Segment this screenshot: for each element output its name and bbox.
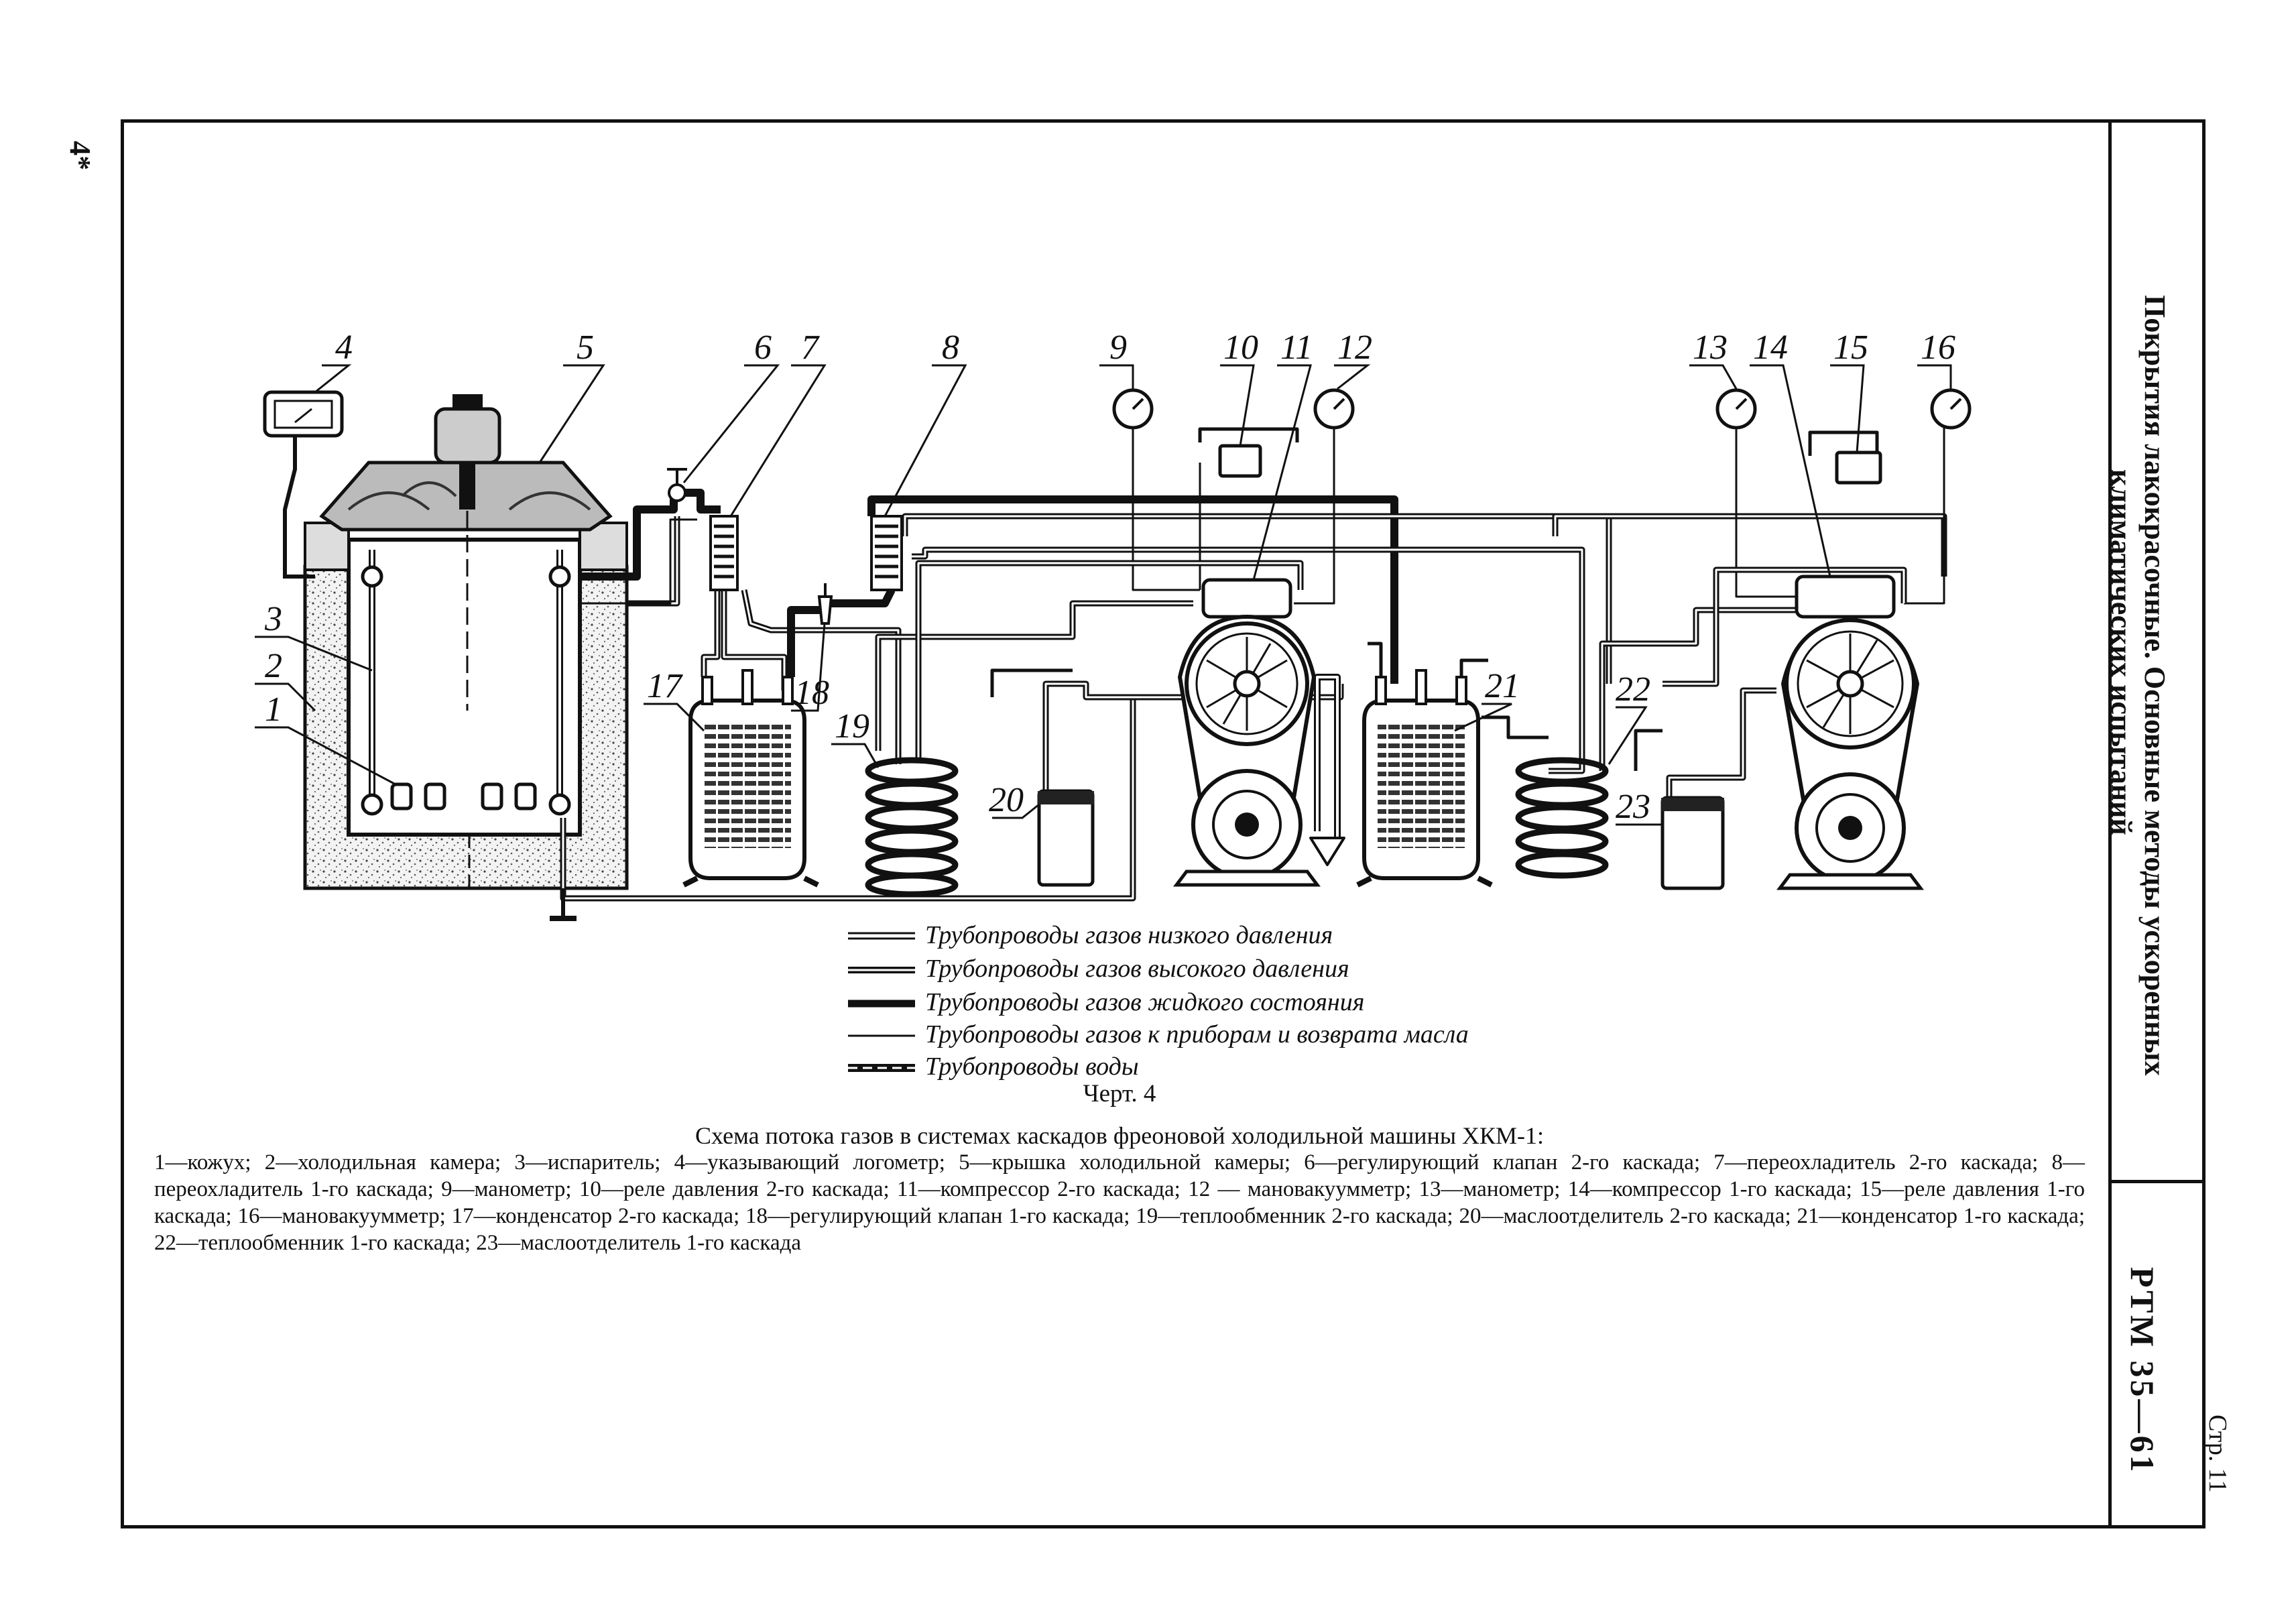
part-label: 13 — [1693, 328, 1728, 367]
part-labels: 4 5 6 7 8 9 10 11 12 13 14 15 16 3 2 1 1… — [264, 328, 1955, 826]
control-valve-1st-cascade — [817, 583, 833, 625]
part-label: 6 — [754, 328, 772, 367]
oil-separator-1st-cascade — [1660, 796, 1725, 890]
subcooler-2nd-cascade — [709, 515, 739, 591]
oil-separator-2nd-cascade — [1037, 789, 1095, 887]
part-label: 14 — [1753, 328, 1788, 367]
pipe-legend: Трубопроводы газов низкого давления Труб… — [848, 921, 1469, 1081]
part-label: 11 — [1280, 328, 1313, 367]
legend-high-pressure: Трубопроводы газов высокого давления — [848, 955, 1349, 983]
part-label: 7 — [801, 328, 820, 367]
legend-label: Трубопроводы газов высокого давления — [925, 955, 1349, 983]
part-label: 4 — [335, 328, 353, 367]
part-label: 22 — [1616, 670, 1650, 709]
chamber-lid — [319, 394, 613, 711]
logometer — [263, 390, 344, 579]
part-label: 9 — [1109, 328, 1127, 367]
part-label: 16 — [1921, 328, 1955, 367]
legend-label: Трубопроводы газов жидкого состояния — [925, 988, 1364, 1016]
legend-liquid: Трубопроводы газов жидкого состояния — [848, 988, 1364, 1016]
part-label: 19 — [835, 707, 869, 745]
part-label: 15 — [1833, 328, 1868, 367]
pressure-vacuum-gauge — [1313, 388, 1355, 430]
page-frame — [121, 119, 2206, 1528]
pressure-gauge — [1112, 388, 1154, 430]
figure-caption: Черт. 4 Схема потока газов в системах ка… — [154, 1081, 2085, 1256]
part-label: 10 — [1223, 328, 1258, 367]
pressure-vacuum-gauge — [1930, 388, 1972, 430]
part-label: 3 — [264, 600, 282, 638]
part-label: 2 — [265, 647, 282, 685]
part-label: 1 — [265, 690, 282, 729]
control-valve-2nd-cascade — [667, 468, 687, 502]
compressor-1st-cascade — [1776, 575, 1924, 890]
piping — [560, 422, 1947, 902]
sidebar-separator — [2112, 1180, 2206, 1183]
sidebar-divider — [2108, 119, 2112, 1528]
heat-exchanger-1st-cascade — [1515, 757, 1609, 879]
legend-label: Трубопроводы газов к приборам и возврата… — [925, 1020, 1469, 1048]
part-label: 20 — [989, 781, 1024, 819]
part-label: 12 — [1337, 328, 1372, 367]
evaporator — [361, 550, 571, 816]
part-label: 18 — [794, 674, 829, 712]
part-label: 5 — [577, 328, 594, 367]
part-label: 23 — [1616, 788, 1650, 826]
legend-label: Трубопроводы воды — [925, 1053, 1139, 1081]
figure-legend: 1—кожух; 2—холодильная камера; 3—испарит… — [154, 1150, 2085, 1255]
legend-water: Трубопроводы воды — [848, 1053, 1139, 1081]
condenser-1st-cascade — [1356, 669, 1493, 888]
legend-label: Трубопроводы газов низкого давления — [925, 921, 1333, 949]
condenser-2nd-cascade — [682, 669, 819, 888]
legend-instrument-oil: Трубопроводы газов к приборам и возврата… — [848, 1020, 1469, 1048]
chamber-casing — [303, 522, 629, 890]
pressure-relay-1st-cascade — [1835, 450, 1882, 485]
drain-valve — [550, 888, 577, 921]
part-label: 17 — [647, 667, 683, 705]
part-label: 8 — [942, 328, 959, 367]
compressor-2nd-cascade — [1173, 578, 1321, 887]
legend-low-pressure: Трубопроводы газов низкого давления — [848, 921, 1333, 949]
part-label: 21 — [1485, 667, 1520, 705]
figure-label: Черт. 4 — [1083, 1080, 1156, 1107]
pressure-relay-2nd-cascade — [1218, 444, 1262, 478]
subcooler-1st-cascade — [870, 515, 903, 591]
heat-exchanger-2nd-cascade — [865, 757, 959, 898]
pressure-gauge — [1715, 388, 1757, 430]
label-leaders — [255, 364, 1952, 826]
figure-title: Схема потока газов в системах каскадов ф… — [694, 1122, 1545, 1149]
